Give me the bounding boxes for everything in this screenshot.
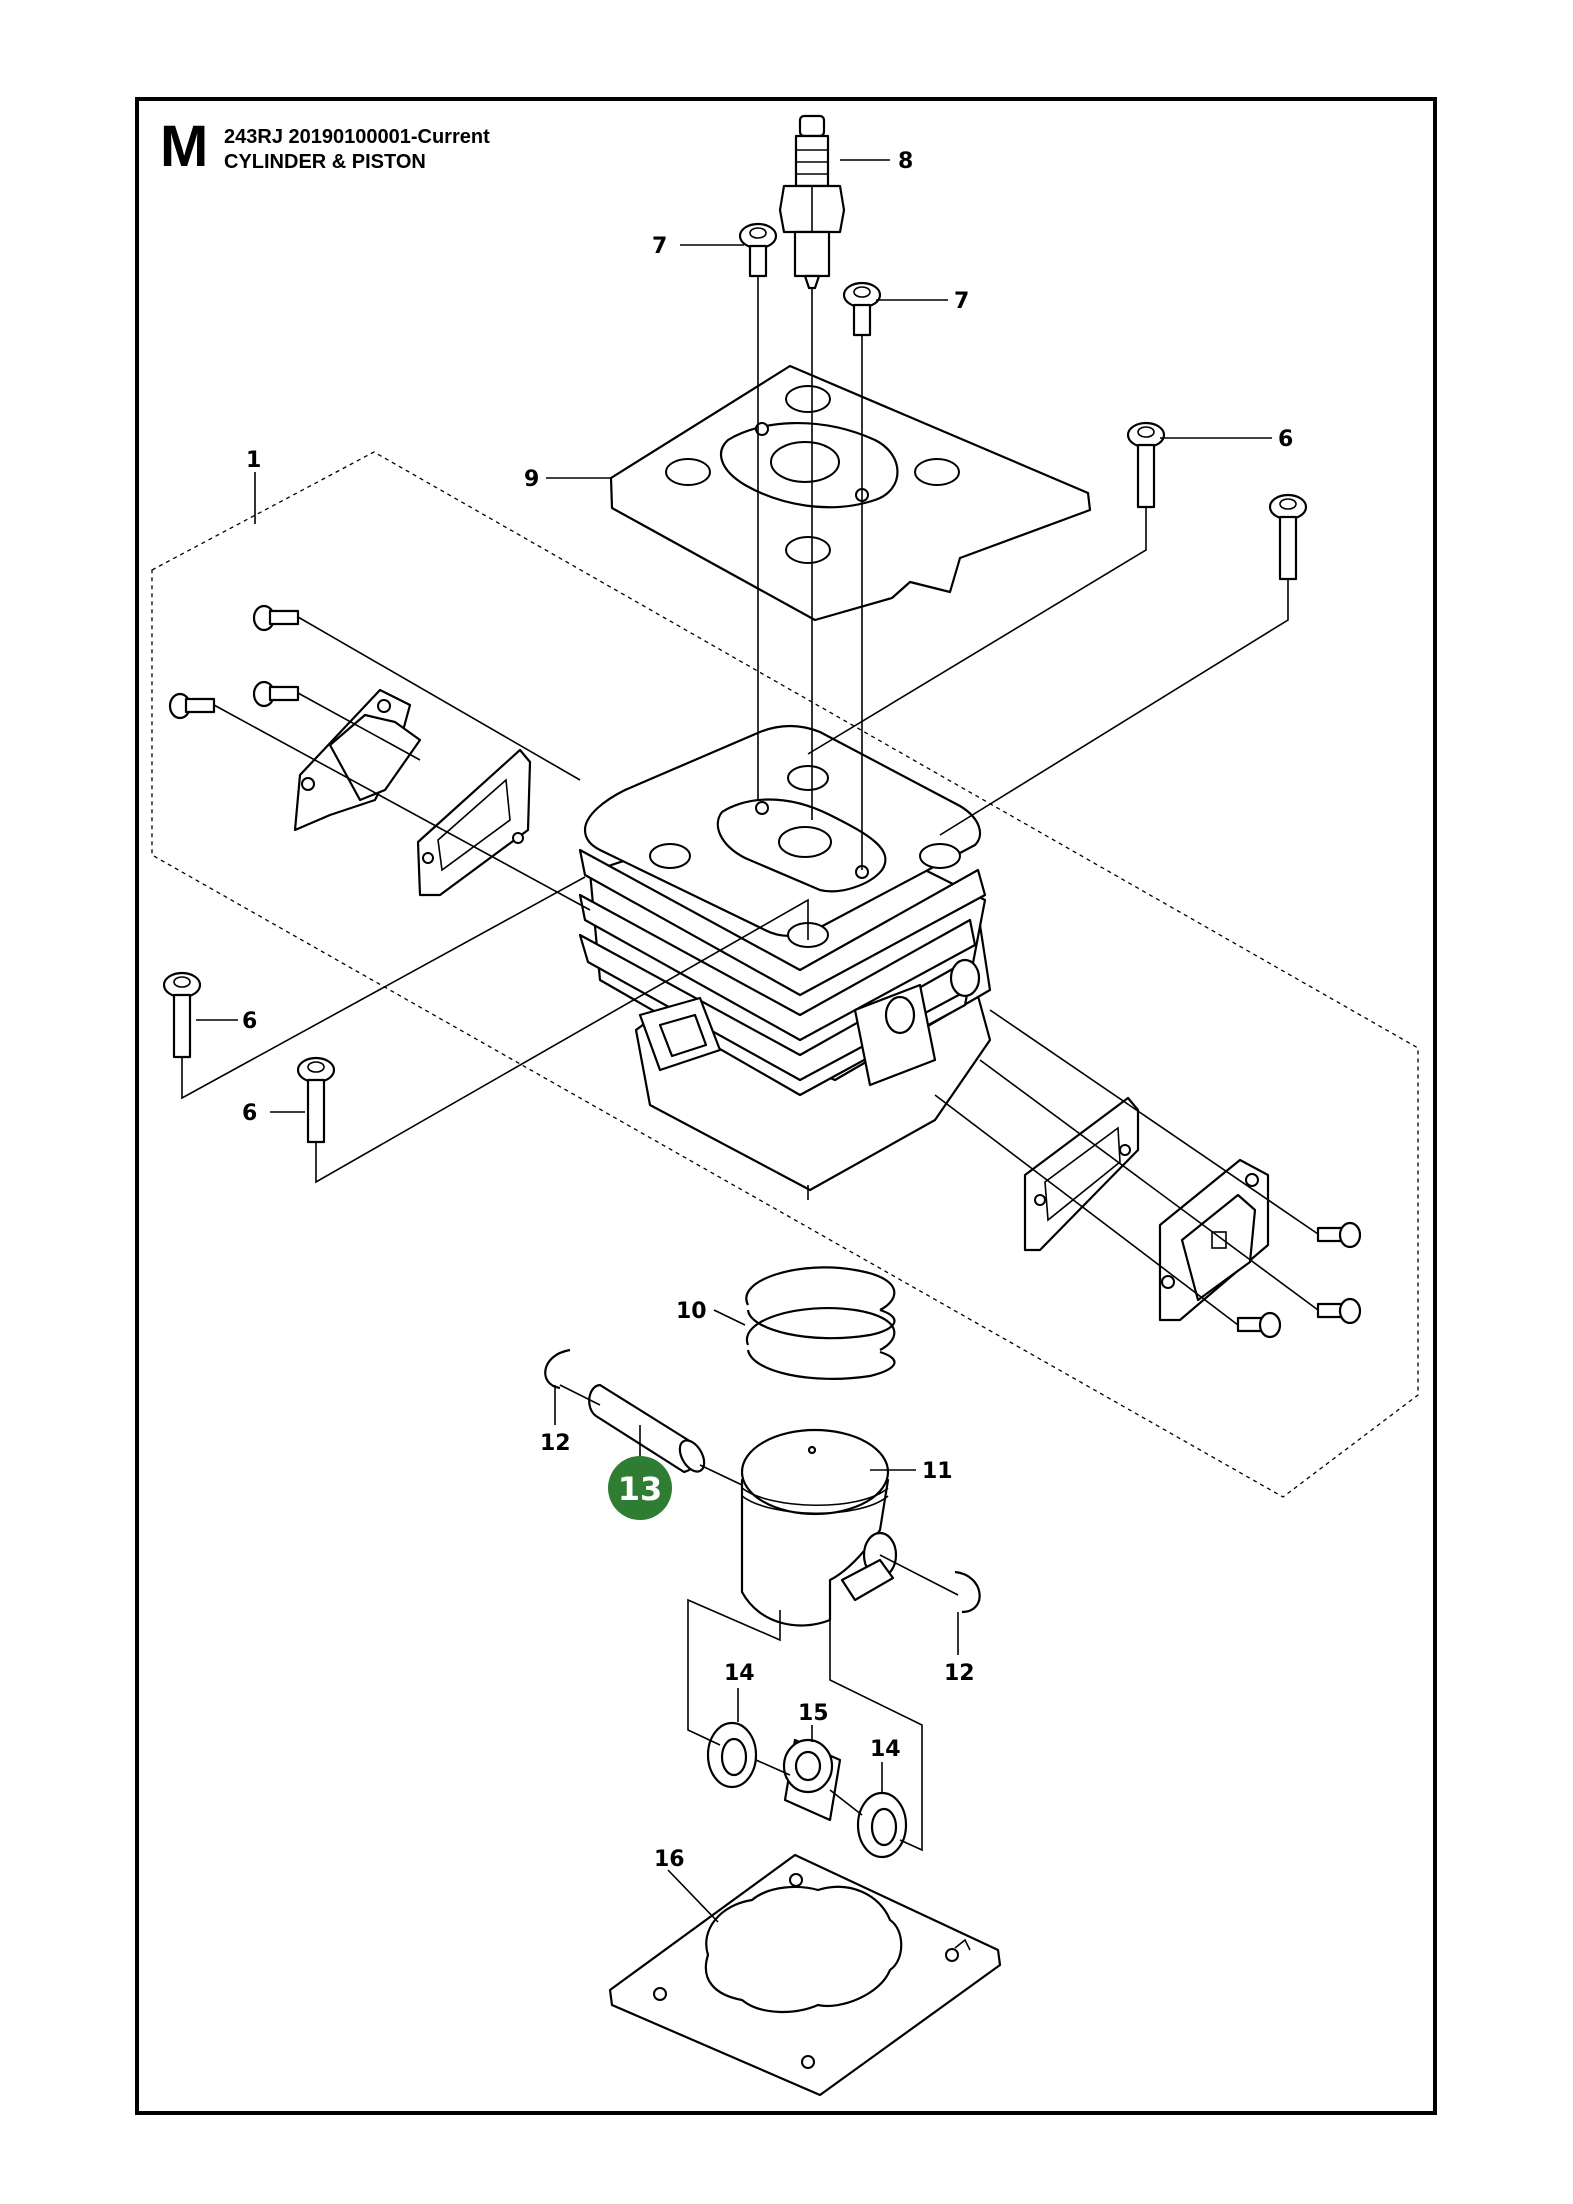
screw-7-left [738,222,778,278]
spark-plug [778,114,846,290]
callout-16: 16 [654,1847,685,1872]
callout-14-right: 14 [870,1737,901,1762]
callout-7-right: 7 [954,289,969,314]
thrust-washer-right [856,1791,908,1859]
assembly-boundary [151,451,1419,1498]
thrust-washer-left [706,1721,758,1789]
callout-15: 15 [798,1701,829,1726]
highlight-circle [608,1456,672,1520]
exhaust-gasket [1023,1096,1140,1252]
needle-bearing [782,1738,842,1822]
section-letter: M [160,114,209,179]
callout-8: 8 [898,149,913,174]
callout-10: 10 [676,1299,707,1324]
diagram-title: CYLINDER & PISTON [224,151,426,173]
diagram-frame [135,97,1437,2115]
callout-6-left-b: 6 [242,1101,257,1126]
callout-1: 1 [246,448,261,473]
intake-screws [168,604,300,720]
screw-6-left-a [162,971,202,1059]
piston-pin [588,1383,706,1474]
exhaust-flange [1158,1158,1270,1322]
callout-11: 11 [922,1459,953,1484]
callout-13: 13 [618,1470,663,1508]
screw-6-top-b [1268,493,1308,581]
callout-leaders [196,159,1272,1923]
circlip-left [544,1348,601,1425]
screw-6-top-a [1126,421,1166,509]
screw-6-left-b [296,1056,336,1144]
assembly-lines [181,276,1319,1326]
base-gasket [608,1853,1002,2097]
callout-12-left: 12 [540,1431,571,1456]
callout-6-top: 6 [1278,427,1293,452]
bearing-bracket-lines [687,1598,923,1852]
callout-7-left: 7 [652,234,667,259]
cylinder [578,724,992,1200]
circlip-right [879,1554,981,1655]
callout-6-left-a: 6 [242,1009,257,1034]
model-line: 243RJ 20190100001-Current [224,126,490,148]
head-gasket [609,364,1092,622]
callout-12-right: 12 [944,1661,975,1686]
exhaust-screws [1236,1221,1362,1339]
piston [740,1428,898,1627]
highlight-marker-13[interactable]: 13 [608,1456,672,1520]
piston-rings [745,1266,896,1380]
pin-axis [699,1464,743,1486]
intake-flange [293,688,422,832]
callout-14-left: 14 [724,1661,755,1686]
screw-7-right [842,281,882,337]
intake-gasket [416,748,532,897]
callout-9: 9 [524,467,539,492]
